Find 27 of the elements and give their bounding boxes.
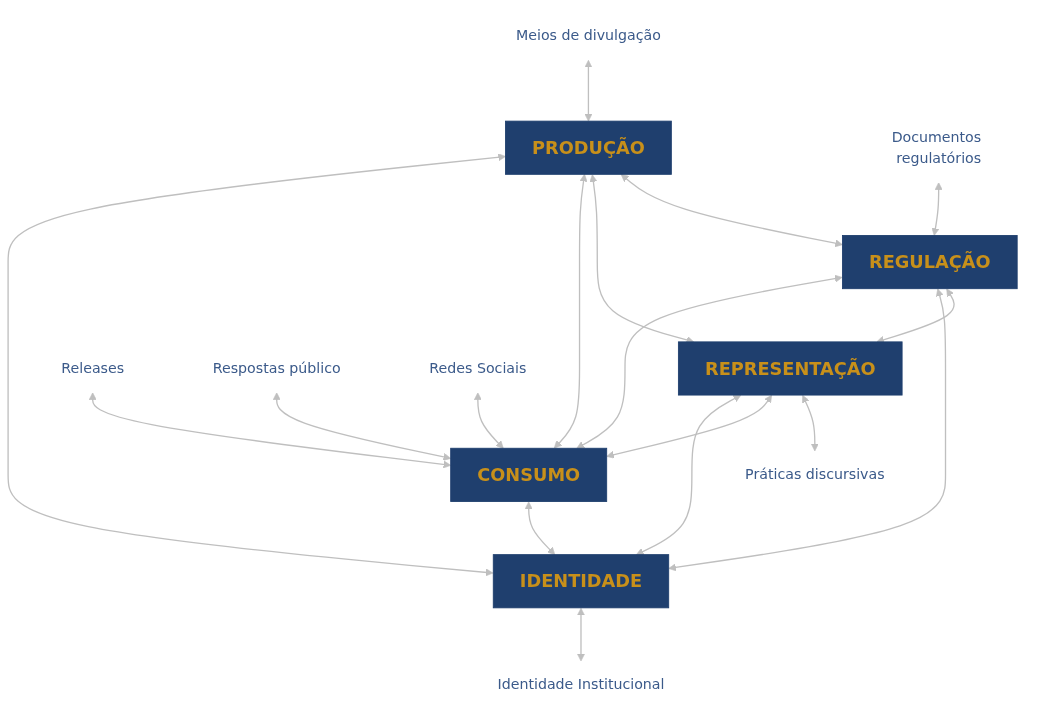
node-text: Meios de divulgação xyxy=(516,27,662,45)
node-text: Redes Sociais xyxy=(429,359,527,377)
node-box: IDENTIDADE xyxy=(493,554,670,609)
arrow xyxy=(7,153,507,577)
arrow xyxy=(932,182,944,236)
arrow xyxy=(525,501,556,555)
arrow xyxy=(554,173,588,449)
node-box: REGULAÇÃO xyxy=(842,235,1019,290)
arrow xyxy=(668,288,947,572)
arrow xyxy=(273,392,452,461)
arrow xyxy=(89,392,452,469)
node-box: PRODUÇÃO xyxy=(505,120,673,175)
node-box: REPRESENTAÇÃO xyxy=(678,341,904,396)
arrow xyxy=(621,174,844,248)
arrow xyxy=(474,392,505,449)
node-text: Releases xyxy=(61,359,125,377)
node-box: CONSUMO xyxy=(450,447,608,502)
node-text: Respostas público xyxy=(213,359,342,377)
arrow xyxy=(606,395,773,459)
arrow xyxy=(576,274,843,449)
arrow xyxy=(577,607,586,662)
node-text: Documentos regulatórios xyxy=(892,128,982,167)
node-text: Práticas discursivas xyxy=(745,465,886,483)
node-text: Identidade Institucional xyxy=(497,676,665,693)
arrow xyxy=(802,395,820,452)
arrow xyxy=(636,394,742,556)
arrow xyxy=(585,59,593,122)
